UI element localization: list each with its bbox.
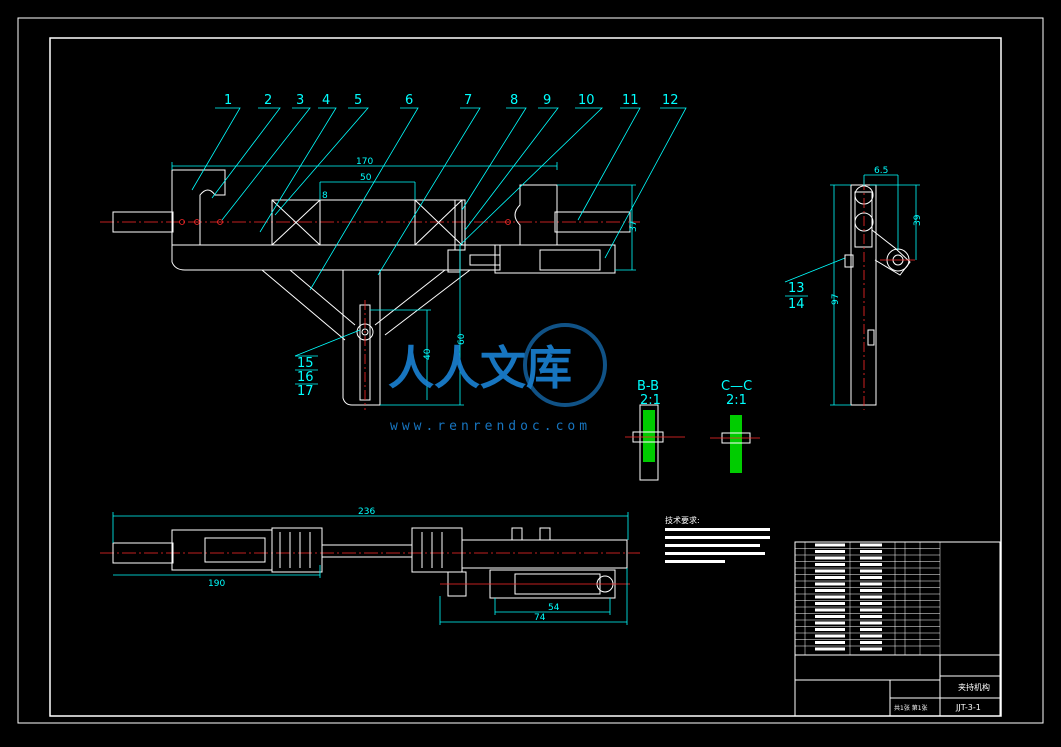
balloon-labels: 1 2 3 4 5 6 7 8 9 10 11 12 13 14 15 16 1… [224, 93, 805, 399]
bom-row-text [815, 563, 845, 566]
balloon-1: 1 [224, 93, 232, 108]
section-cc: C—C 2:1 [710, 379, 760, 473]
bom-row-text [860, 647, 882, 651]
dim-74: 74 [534, 613, 546, 623]
section-cc-name: C—C [721, 379, 752, 394]
bom-row-text [815, 582, 845, 586]
bom-row-text [860, 608, 882, 612]
bom-row-text [860, 615, 882, 618]
bom-row-text [860, 582, 882, 586]
bom-row-text [860, 628, 882, 631]
dim-8: 8 [322, 191, 328, 201]
balloon-13: 13 [788, 281, 805, 296]
bom-row-text [815, 595, 845, 599]
bom-row-text [860, 634, 882, 638]
part-name: 夹持机构 [958, 682, 990, 692]
balloon-leaders [191, 107, 846, 385]
bom-row-text [815, 576, 845, 579]
balloon-16: 16 [297, 370, 314, 385]
tech-requirements: 技术要求: [665, 515, 770, 563]
dim-6-5: 6.5 [874, 166, 888, 176]
dim-37: 37 [629, 221, 639, 232]
bom-row-text [860, 589, 882, 592]
balloon-4: 4 [322, 93, 330, 108]
balloon-10: 10 [578, 93, 595, 108]
bom-row-text [815, 634, 845, 638]
dim-97: 97 [831, 294, 841, 305]
bom-row-text [815, 556, 845, 560]
watermark: 人人文库 www.renrendoc.com [388, 323, 607, 434]
front-view [100, 169, 640, 410]
bom-row-text [815, 589, 845, 592]
balloon-7: 7 [464, 93, 472, 108]
bom-row-text [860, 595, 882, 599]
section-bb-name: B-B [637, 379, 659, 394]
watermark-url: www.renrendoc.com [390, 419, 591, 434]
balloon-6: 6 [405, 93, 413, 108]
dim-39: 39 [913, 214, 923, 226]
dim-50: 50 [360, 173, 372, 183]
bom-row-text [815, 615, 845, 618]
front-dimensions: 170 50 8 37 60 40 [171, 157, 639, 406]
balloon-12: 12 [662, 93, 679, 108]
bom-row-text [815, 621, 845, 625]
bom-row-text [815, 608, 845, 612]
sheet-info: 共1张 第1张 [894, 704, 928, 712]
outer-frame [17, 17, 1044, 724]
dim-54: 54 [548, 603, 560, 613]
section-bb: B-B 2:1 [625, 379, 685, 481]
bom-row-text [815, 543, 845, 547]
bom-row-text [860, 550, 882, 553]
bom-row-text [815, 641, 845, 644]
bom-row-text [815, 569, 845, 573]
bom-row-text [860, 576, 882, 579]
balloon-17: 17 [297, 384, 314, 399]
balloon-5: 5 [354, 93, 362, 108]
bom-row-text [860, 641, 882, 644]
balloon-8: 8 [510, 93, 518, 108]
section-bb-scale: 2:1 [640, 393, 661, 408]
dim-60: 60 [457, 333, 467, 345]
side-view: 97 6.5 39 [830, 166, 923, 410]
tech-title: 技术要求: [665, 515, 700, 525]
inner-frame [49, 37, 1002, 717]
bom-row-text [860, 556, 882, 560]
bom-row-text [815, 602, 845, 605]
bom-row-text [860, 602, 882, 605]
dim-190: 190 [208, 579, 225, 589]
bom-row-text [815, 647, 845, 651]
dim-236: 236 [358, 507, 375, 517]
balloon-11: 11 [622, 93, 639, 108]
dim-170: 170 [356, 157, 373, 167]
bom-row-text [815, 628, 845, 631]
watermark-brand: 人人文库 [388, 341, 572, 395]
balloon-3: 3 [296, 93, 304, 108]
bom-row-text [815, 550, 845, 553]
section-cc-scale: 2:1 [726, 393, 747, 408]
bom-row-text [860, 563, 882, 566]
drawing-number: JJT-3-1 [955, 703, 981, 712]
balloon-14: 14 [788, 297, 805, 312]
bom-row-text [860, 569, 882, 573]
bom-row-text [860, 621, 882, 625]
bom-row-text [860, 543, 882, 547]
balloon-15: 15 [297, 356, 314, 371]
top-view: 236 190 54 74 [100, 507, 640, 625]
balloon-2: 2 [264, 93, 272, 108]
title-block: 夹持机构 JJT-3-1 共1张 第1张 [794, 541, 1001, 717]
dim-40: 40 [423, 348, 433, 360]
balloon-9: 9 [543, 93, 551, 108]
